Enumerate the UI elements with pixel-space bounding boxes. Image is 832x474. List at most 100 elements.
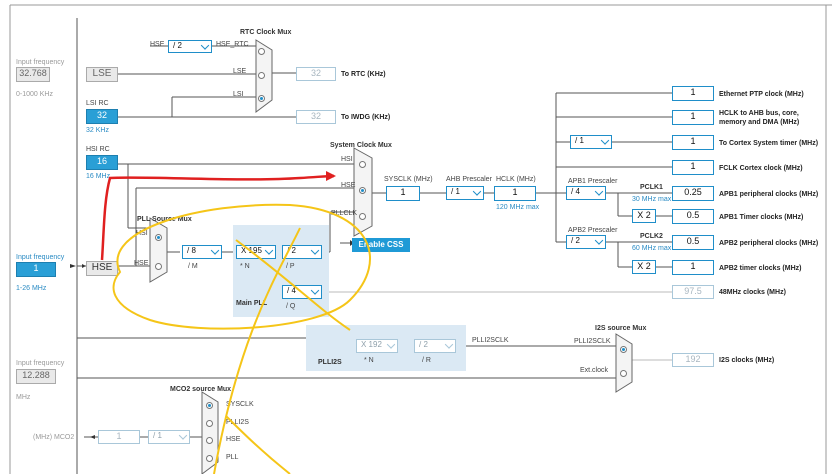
apb1-prescaler-dropdown[interactable]: / 4: [566, 186, 606, 200]
apb1-timer-multiplier[interactable]: X 2: [632, 209, 656, 223]
chevron-down-icon: [472, 187, 482, 196]
cortex-divider-value: / 1: [575, 136, 584, 145]
iwdg-output-field[interactable]: 32: [296, 110, 336, 124]
hsi-unit-label: 16 MHz: [86, 173, 111, 180]
lse-button[interactable]: LSE: [86, 67, 118, 82]
mco2-opt-sysclk: SYSCLK: [226, 401, 254, 408]
apb1-max-label: 30 MHz max: [632, 196, 672, 203]
sysclk-label: SYSCLK (MHz): [384, 176, 433, 183]
i2s-input-frequency-field[interactable]: 12.288: [16, 369, 56, 384]
rtc-mux-radio-lse[interactable]: [258, 72, 265, 79]
apb1-peripheral-field[interactable]: 0.25: [672, 186, 714, 201]
hclk-ahb-field[interactable]: 1: [672, 110, 714, 125]
hclk-ahb-label: HCLK to AHB bus, core,: [719, 110, 799, 117]
hsi-rc-label: HSI RC: [86, 146, 110, 153]
plli2s-n-label: * N: [364, 357, 374, 364]
sysmux-hsi-label: HSI: [341, 156, 353, 163]
ahb-prescaler-label: AHB Prescaler: [446, 176, 492, 183]
chevron-down-icon: [310, 246, 320, 255]
pll-src-hsi-label: HSI: [136, 230, 148, 237]
rtc-hse-label: HSE: [150, 41, 165, 48]
chevron-down-icon: [444, 340, 454, 349]
apb2-peripheral-field[interactable]: 0.5: [672, 235, 714, 250]
apb1-prescaler-value: / 4: [571, 187, 580, 196]
hclk-ahb-label-line2: memory and DMA (MHz): [719, 119, 800, 126]
pll-source-mux-title: PLL Source Mux: [137, 216, 192, 223]
rtc-output-field[interactable]: 32: [296, 67, 336, 81]
mco2-radio-hse[interactable]: [206, 437, 213, 444]
apb2-timer-label: APB2 timer clocks (MHz): [719, 265, 802, 272]
rtc-mux-radio-hse[interactable]: [258, 48, 265, 55]
apb1-timer-field[interactable]: 0.5: [672, 209, 714, 224]
i2s-input-unit-label: MHz: [16, 394, 31, 401]
pll-m-dropdown[interactable]: / 8: [182, 245, 222, 259]
pll-m-label: / M: [188, 263, 198, 270]
rtc-hse-rtc-label: HSE_RTC: [216, 41, 249, 48]
rtc-hse-divider-dropdown[interactable]: / 2: [168, 40, 212, 53]
sysmux-radio-hse[interactable]: [359, 187, 366, 194]
cortex-timer-label: To Cortex System timer (MHz): [719, 140, 819, 147]
pll-q-dropdown[interactable]: / 4: [282, 285, 322, 299]
cortex-timer-divider-dropdown[interactable]: / 1: [570, 135, 612, 149]
cortex-timer-field[interactable]: 1: [672, 135, 714, 150]
mco2-output-field[interactable]: 1: [98, 430, 140, 444]
lse-input-frequency-field[interactable]: 32.768: [16, 67, 50, 82]
mco2-divider-value: / 1: [153, 431, 162, 440]
plli2s-n-dropdown[interactable]: X 192: [356, 339, 398, 353]
hse-input-frequency-field[interactable]: 1: [16, 262, 56, 277]
hsi-value-field[interactable]: 16: [86, 155, 118, 170]
enable-css-button[interactable]: Enable CSS: [352, 238, 410, 252]
fclk-field[interactable]: 1: [672, 160, 714, 175]
apb1-peripheral-label: APB1 peripheral clocks (MHz): [719, 191, 819, 198]
i2s-source-mux-title: I2S source Mux: [595, 325, 647, 332]
apb2-timer-multiplier[interactable]: X 2: [632, 260, 656, 274]
chevron-down-icon: [594, 187, 604, 196]
hse-input-frequency-label: Input frequency: [16, 254, 65, 261]
ethernet-ptp-field[interactable]: 1: [672, 86, 714, 101]
sysmux-radio-pllclk[interactable]: [359, 213, 366, 220]
i2s-input-frequency-label: Input frequency: [16, 360, 65, 367]
pll-q-label: / Q: [286, 303, 296, 310]
pll-src-radio-hse[interactable]: [155, 263, 162, 270]
fclk-label: FCLK Cortex clock (MHz): [719, 165, 803, 172]
mco2-radio-pll[interactable]: [206, 455, 213, 462]
pll-m-value: / 8: [187, 246, 196, 255]
i2s-mux-radio-ext[interactable]: [620, 370, 627, 377]
i2s-clock-field[interactable]: 192: [672, 353, 714, 367]
chevron-down-icon: [594, 236, 604, 245]
pll-q-value: / 4: [287, 286, 296, 295]
chevron-down-icon: [264, 246, 274, 255]
usb-48mhz-field[interactable]: 97.5: [672, 285, 714, 299]
apb2-timer-field[interactable]: 1: [672, 260, 714, 275]
plli2s-r-label: / R: [422, 357, 431, 364]
rtc-mux-title: RTC Clock Mux: [240, 29, 292, 36]
pll-src-radio-hsi[interactable]: [155, 234, 162, 241]
mco2-opt-pll: PLL: [226, 454, 239, 461]
apb2-prescaler-dropdown[interactable]: / 2: [566, 235, 606, 249]
sysclk-field[interactable]: 1: [386, 186, 420, 201]
plli2s-r-dropdown[interactable]: / 2: [414, 339, 456, 353]
lse-input-frequency-label: Input frequency: [16, 59, 65, 66]
hclk-field[interactable]: 1: [494, 186, 536, 201]
hclk-label: HCLK (MHz): [496, 176, 536, 183]
sysmux-radio-hsi[interactable]: [359, 161, 366, 168]
hse-button[interactable]: HSE: [86, 261, 118, 276]
chevron-down-icon: [210, 246, 220, 255]
rtc-mux-radio-lsi[interactable]: [258, 95, 265, 102]
usb-48mhz-label: 48MHz clocks (MHz): [719, 289, 786, 296]
i2s-mux-radio-plli2s[interactable]: [620, 346, 627, 353]
apb2-prescaler-value: / 2: [571, 236, 580, 245]
lsi-value-field[interactable]: 32: [86, 109, 118, 124]
pll-n-dropdown[interactable]: X 195: [236, 245, 276, 259]
chevron-down-icon: [310, 286, 320, 295]
mco2-divider-dropdown[interactable]: / 1: [148, 430, 190, 444]
hse-range-label: 1-26 MHz: [16, 285, 47, 292]
ethernet-ptp-label: Ethernet PTP clock (MHz): [719, 91, 804, 98]
pll-p-label: / P: [286, 263, 295, 270]
i2s-clock-label: I2S clocks (MHz): [719, 357, 775, 364]
pll-p-dropdown[interactable]: / 2: [282, 245, 322, 259]
mco2-radio-sysclk[interactable]: [206, 402, 213, 409]
mco2-radio-plli2s[interactable]: [206, 420, 213, 427]
plli2s-label: PLLI2S: [318, 359, 342, 366]
ahb-prescaler-dropdown[interactable]: / 1: [446, 186, 484, 200]
